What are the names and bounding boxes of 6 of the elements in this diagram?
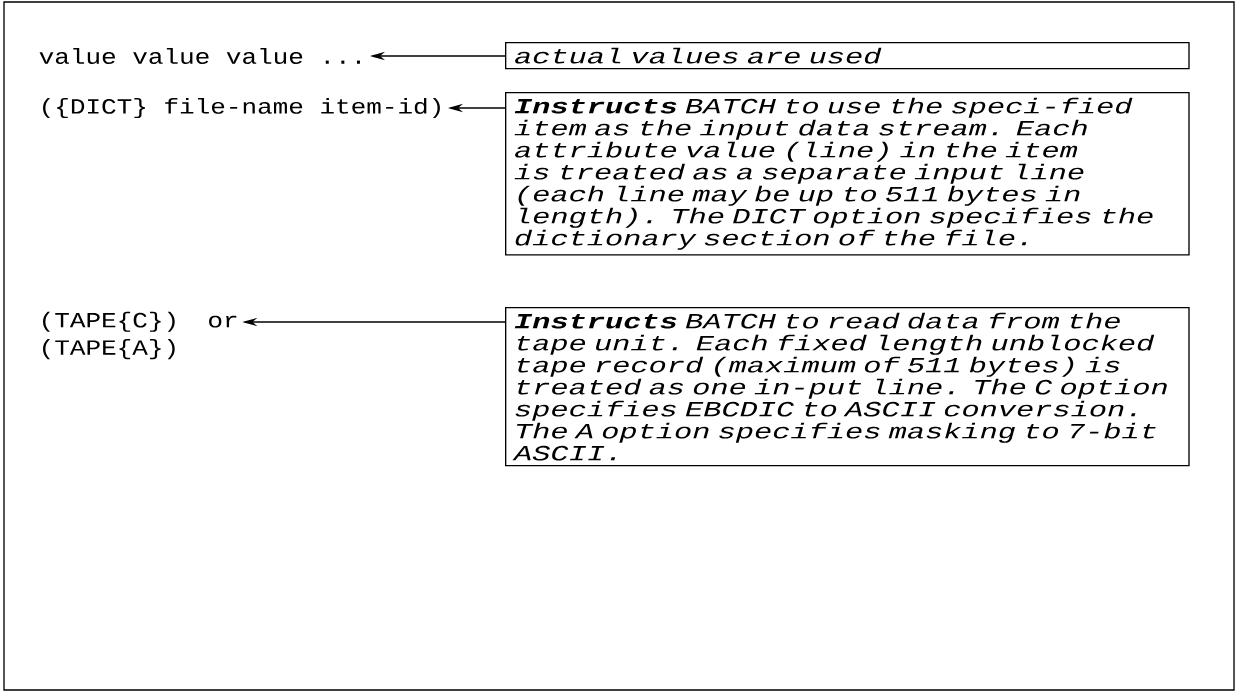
- description-box: actual values are used: [505, 42, 1190, 70]
- syntax-text: value value value ...: [39, 48, 360, 64]
- syntax-text: (TAPE{C}) or (TAPE{A}): [43, 311, 237, 360]
- description-box: Instructs BATCH to read data from the tape unit. Each fixed length unblocked tape record (maximum of 511 bytes) is treated as one in-put line. The C option specifies EBCDIC to ASCII conversion. The A option specifies masking to 7-bit ASCII.: [505, 307, 1190, 467]
- syntax-text: ({DICT} file-name item-id): [43, 97, 440, 119]
- description-box: Instructs BATCH to use the speci-fied item as the input data stream. Each attribute value (line) in the item is treated as a separate input line (each line may be up to 511 bytes in length). The DICT option specifies the dictionary section of the file.: [505, 92, 1190, 256]
